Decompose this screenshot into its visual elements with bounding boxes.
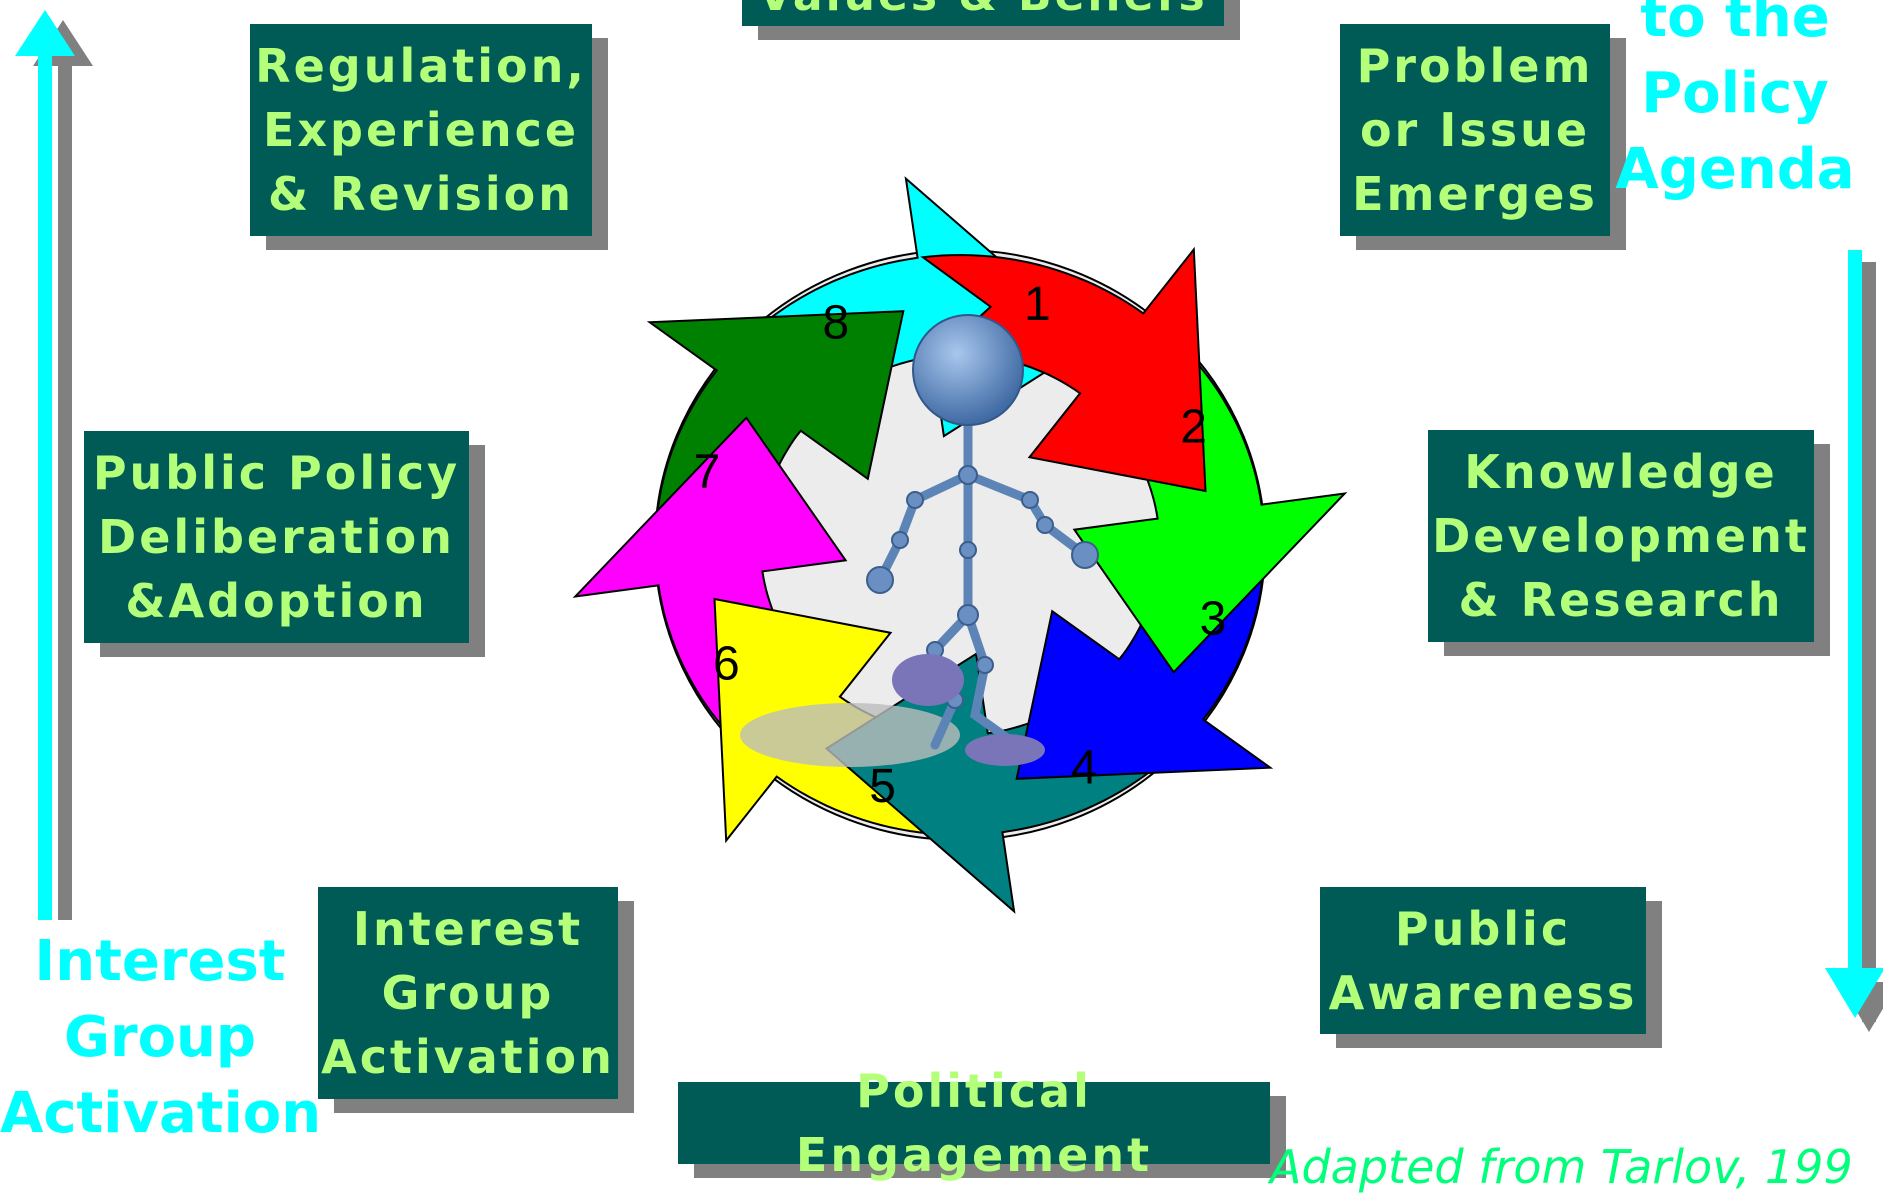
step-number-6: 6 bbox=[713, 637, 740, 690]
step-label-knowledge-development: Knowledge Development & Research bbox=[1428, 430, 1814, 642]
step-number-3: 3 bbox=[1200, 593, 1227, 646]
step-label-values-beliefs: Values & Beliefs bbox=[742, 0, 1224, 26]
side-label-policy-agenda: to the Policy Agenda bbox=[1615, 0, 1855, 202]
step-number-7: 7 bbox=[694, 445, 721, 498]
step-number-1: 1 bbox=[1024, 278, 1051, 331]
step-label-public-policy-deliberation: Public Policy Deliberation &Adoption bbox=[84, 431, 469, 643]
step-number-5: 5 bbox=[869, 760, 896, 813]
step-number-8: 8 bbox=[822, 297, 849, 350]
step-label-regulation-experience: Regulation, Experience & Revision bbox=[250, 24, 592, 236]
step-label-public-awareness: Public Awareness bbox=[1320, 887, 1646, 1034]
step-label-problem-emerges: Problem or Issue Emerges bbox=[1340, 24, 1610, 236]
source-credit: Adapted from Tarlov, 199 bbox=[1270, 1140, 1853, 1194]
left-upward-arrow bbox=[15, 10, 93, 920]
right-downward-arrow bbox=[1825, 250, 1883, 1032]
step-number-4: 4 bbox=[1071, 742, 1098, 795]
walking-stick-figure-icon bbox=[740, 314, 1099, 767]
step-label-political-engagement: Political Engagement bbox=[678, 1064, 1270, 1182]
side-label-interest-group-activation: Interest Group Activation bbox=[0, 929, 322, 1146]
step-label-interest-group-activation: Interest Group Activation bbox=[318, 887, 618, 1099]
step-number-2: 2 bbox=[1180, 401, 1207, 454]
